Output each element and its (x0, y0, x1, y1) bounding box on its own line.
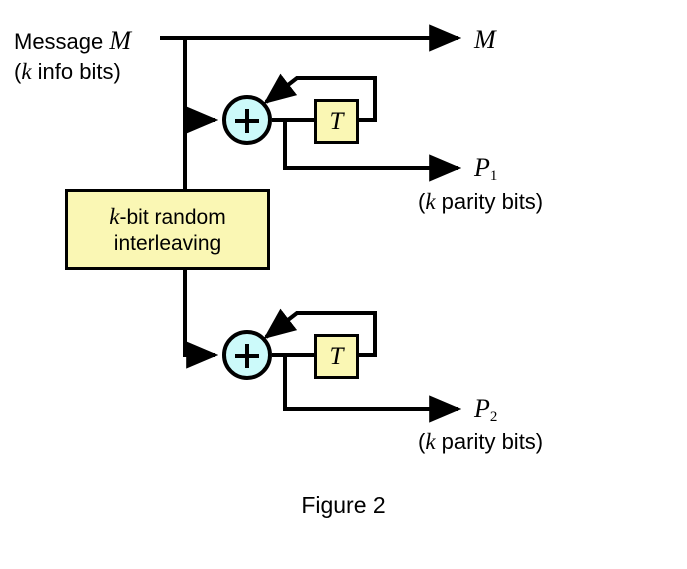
info-bits-suffix: info bits) (31, 59, 121, 84)
plus-icon-vertical-bar (245, 343, 249, 368)
input-message-symbol: M (109, 26, 132, 55)
info-bits-symbol: k (21, 59, 32, 84)
output-p2-base: P (474, 394, 490, 423)
adder-bottom (222, 330, 272, 380)
interleaver-block: k-bit random interleaving (65, 189, 270, 270)
p2-note-symbol: k (425, 429, 436, 454)
p2-note-prefix: ( (418, 429, 426, 454)
p1-note-suffix: parity bits) (435, 189, 544, 214)
p1-note-symbol: k (425, 189, 436, 214)
wire-p2-output (283, 355, 462, 423)
delay-block-bottom: T (314, 334, 359, 379)
input-label-message: Message M (14, 26, 131, 56)
wire-delay-top-feedback (263, 73, 377, 122)
output-p1-subscript: 1 (489, 168, 498, 185)
delay-block-bottom-label: T (329, 342, 344, 370)
input-message-text: Message (14, 29, 104, 54)
delay-block-top-label: T (329, 107, 344, 135)
plus-icon-vertical-bar (245, 108, 249, 133)
p1-note-prefix: ( (418, 189, 426, 214)
delay-block-top: T (314, 99, 359, 144)
input-label-info-bits: (k info bits) (14, 59, 121, 85)
interleaver-line-2: interleaving (113, 231, 222, 255)
output-label-p2: P2 (474, 394, 497, 426)
wire-p1-output (283, 120, 462, 182)
output-p1-base: P (474, 153, 490, 182)
wire-interleaver-to-adder-bottom (183, 270, 219, 369)
output-label-m: M (474, 25, 496, 54)
figure-caption: Figure 2 (301, 492, 386, 518)
output-note-p2: (k parity bits) (418, 429, 543, 455)
output-note-p1: (k parity bits) (418, 189, 543, 215)
interleaver-line-1-rest: -bit random (119, 206, 226, 230)
wire-delay-bottom-feedback (263, 308, 377, 357)
adder-top (222, 95, 272, 145)
p2-note-suffix: parity bits) (435, 429, 544, 454)
output-label-p1: P1 (474, 153, 497, 185)
output-p2-subscript: 2 (489, 409, 498, 426)
info-bits-prefix: ( (14, 59, 22, 84)
interleaver-line-1: k-bit random (109, 203, 225, 231)
interleaver-k-symbol: k (109, 204, 120, 230)
